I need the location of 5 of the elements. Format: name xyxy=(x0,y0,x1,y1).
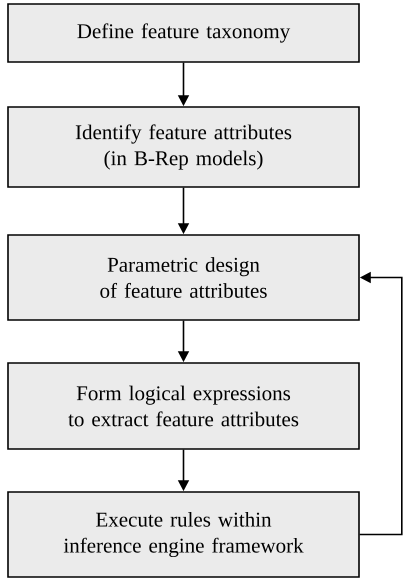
process-box: Identify feature attributes (in B-Rep models) xyxy=(7,106,360,188)
process-box: Execute rules within inference engine framework xyxy=(7,491,360,578)
process-box: Define feature taxonomy xyxy=(7,3,360,63)
process-box: Form logical expressions to extract feature attributes xyxy=(7,362,360,450)
process-box: Parametric design of feature attributes xyxy=(7,234,360,321)
